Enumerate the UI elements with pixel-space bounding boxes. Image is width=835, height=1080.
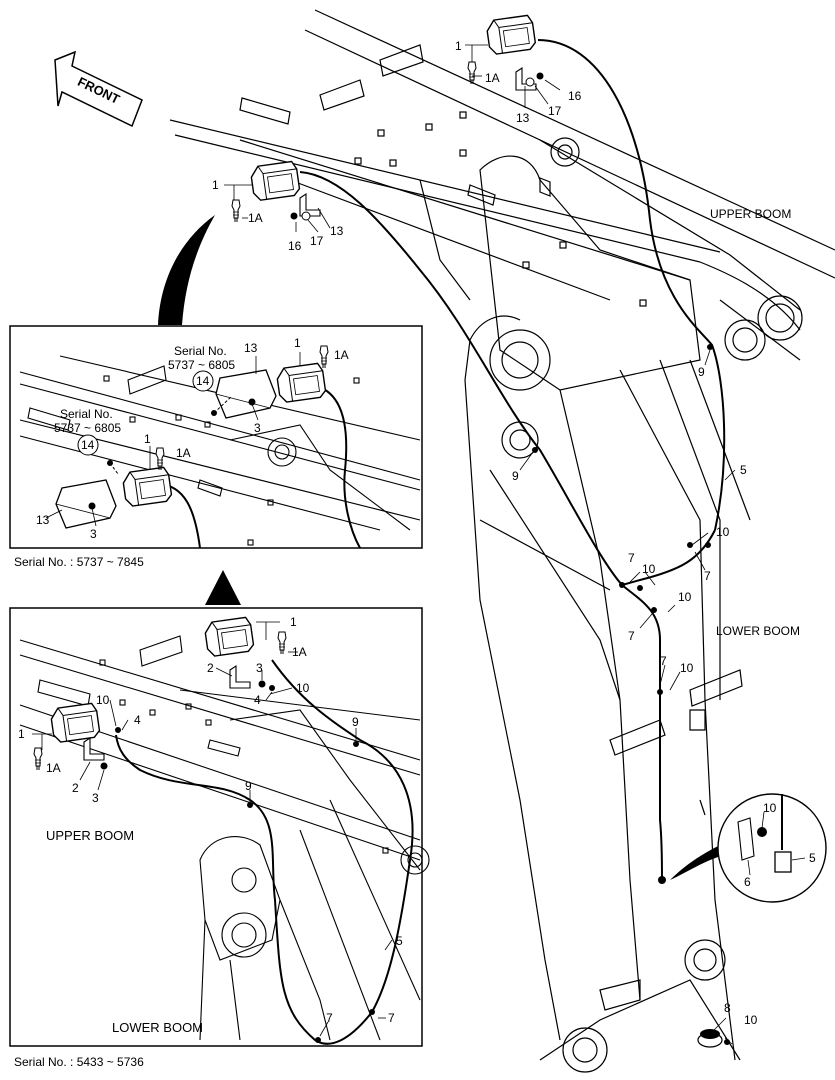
label-9-main-a: 9 [698, 365, 705, 379]
main-harness-wire [299, 39, 726, 881]
label-9-inset-bot-a: 9 [352, 715, 359, 729]
label-10-main-d: 10 [680, 661, 694, 675]
main-boom-drawing [169, 9, 835, 1073]
label-3-inset-top-b: 3 [90, 527, 97, 541]
label-10-main-b: 10 [642, 562, 656, 576]
label-3-inset-bot-a: 3 [256, 661, 263, 675]
label-14-b: 14 [81, 438, 95, 452]
label-6-detail: 6 [744, 875, 751, 889]
label-9-main-b: 9 [512, 469, 519, 483]
lower-boom-inset-label: LOWER BOOM [112, 1020, 203, 1035]
label-1a-inset-top-a: 1A [334, 348, 349, 362]
callout-triangle [205, 570, 241, 605]
label-1-inset-bot-b: 1 [18, 727, 25, 741]
main-part-labels: 1 1A 16 17 13 1 1A 16 17 13 9 9 5 10 7 7… [212, 39, 816, 1027]
label-7-inset-bot-b: 7 [326, 1011, 333, 1025]
callout-b-serial-line1: Serial No. [60, 407, 113, 421]
label-1-inset-top-a: 1 [294, 336, 301, 350]
label-16-lower: 16 [288, 239, 302, 253]
label-10-inset-bot-a: 10 [296, 681, 310, 695]
label-17-upper: 17 [548, 104, 562, 118]
label-13-upper: 13 [516, 111, 530, 125]
label-16-upper: 16 [568, 89, 582, 103]
label-1-lower: 1 [212, 178, 219, 192]
label-2-inset-bot-a: 2 [207, 661, 214, 675]
label-10-inset-bot-b: 10 [96, 693, 110, 707]
main-lamp-lower [231, 160, 321, 223]
label-7-main-c: 7 [628, 629, 635, 643]
upper-boom-inset-label: UPPER BOOM [46, 828, 134, 843]
label-8-main: 8 [724, 1001, 731, 1015]
callout-wedge-detail [670, 840, 730, 880]
lower-boom-main-label: LOWER BOOM [716, 624, 800, 638]
label-9-inset-bot-b: 9 [245, 779, 252, 793]
callout-b-serial-line2: 5737 ~ 6805 [54, 421, 121, 435]
callout-a-serial-line1: Serial No. [174, 344, 227, 358]
bottom-inset: 1 1A 2 3 10 4 1 1A 10 4 2 3 9 9 5 7 7 UP… [9, 607, 430, 1047]
main-leaders [224, 44, 806, 1045]
label-1-upper: 1 [455, 39, 462, 53]
label-4-inset-bot-b: 4 [134, 713, 141, 727]
label-5-detail: 5 [809, 851, 816, 865]
label-3-inset-bot-b: 3 [92, 791, 99, 805]
label-1a-inset-top-b: 1A [176, 446, 191, 460]
label-1a-inset-bot-a: 1A [292, 645, 307, 659]
label-7-main-a: 7 [704, 569, 711, 583]
label-10-main-a: 10 [716, 525, 730, 539]
label-10-detail: 10 [763, 801, 777, 815]
main-lamp-upper [467, 14, 544, 91]
front-arrow: FRONT [54, 50, 143, 128]
label-13-inset-top-b: 13 [36, 513, 50, 527]
label-13-inset-top-a: 13 [244, 341, 258, 355]
label-7-main-d: 7 [660, 654, 667, 668]
label-5-main: 5 [740, 463, 747, 477]
label-1a-lower: 1A [248, 211, 263, 225]
label-13-lower: 13 [330, 224, 344, 238]
main-clips [532, 344, 730, 1045]
label-5-inset-bot: 5 [396, 934, 403, 948]
callout-wedge-top [158, 215, 215, 325]
top-inset: 14 14 Serial No. 5737 ~ 6805 Serial No. … [9, 325, 423, 549]
label-7-inset-bot-a: 7 [388, 1011, 395, 1025]
main-grommet [697, 1029, 723, 1048]
label-1-inset-bot-a: 1 [290, 615, 297, 629]
bottom-inset-serial-caption: Serial No. : 5433 ~ 5736 [14, 1055, 144, 1069]
callout-a-serial-line2: 5737 ~ 6805 [168, 358, 235, 372]
label-10-main-e: 10 [744, 1013, 758, 1027]
label-17-lower: 17 [310, 234, 324, 248]
top-inset-serial-caption: Serial No. : 5737 ~ 7845 [14, 555, 144, 569]
label-4-inset-bot-a: 4 [254, 693, 261, 707]
label-1-inset-top-b: 1 [144, 432, 151, 446]
label-2-inset-bot-b: 2 [72, 781, 79, 795]
label-7-main-b: 7 [628, 551, 635, 565]
label-1a-inset-bot-b: 1A [46, 761, 61, 775]
label-14-a: 14 [196, 374, 210, 388]
label-1a-upper: 1A [485, 71, 500, 85]
label-3-inset-top-a: 3 [254, 421, 261, 435]
connector-detail-circle [717, 793, 827, 903]
label-10-main-c: 10 [678, 590, 692, 604]
upper-boom-main-label: UPPER BOOM [710, 207, 791, 221]
